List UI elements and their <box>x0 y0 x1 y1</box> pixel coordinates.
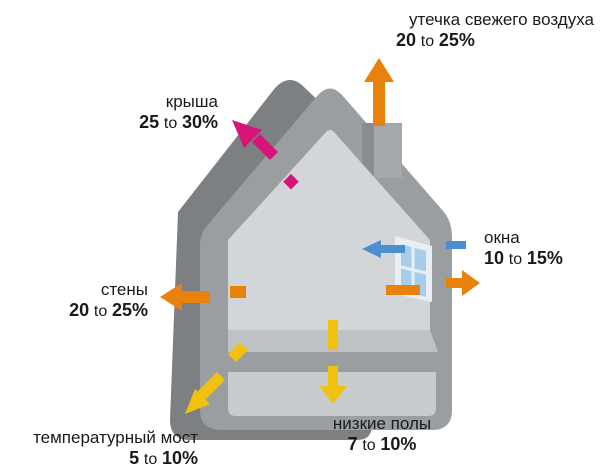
thermal-bridge-title: температурный мост <box>33 428 198 447</box>
floor-range: 7 to 10% <box>347 434 417 455</box>
thermal-bridge-label: температурный мост 5 to 10% <box>2 428 198 470</box>
floor-title: низкие полы <box>332 414 432 433</box>
roof-arrow <box>232 120 299 190</box>
air-leak-title: утечка свежего воздуха <box>409 10 594 29</box>
windows-title: окна <box>484 228 520 247</box>
floor-arrow <box>319 320 347 404</box>
thermal-bridge-arrow <box>185 342 248 414</box>
air-leak-arrow <box>364 58 394 126</box>
floor-label: низкие полы 7 to 10% <box>322 414 442 456</box>
walls-label: стены 20 to 25% <box>40 280 148 322</box>
walls-arrow <box>160 283 246 311</box>
windows-label: окна 10 to 15% <box>484 228 594 270</box>
roof-label: крыша 25 to 30% <box>118 92 218 134</box>
chimney-side <box>362 123 374 178</box>
air-leak-label: утечка свежего воздуха 20 to 25% <box>360 10 594 52</box>
walls-title: стены <box>100 280 148 299</box>
air-leak-range: 20 to 25% <box>396 30 475 51</box>
windows-range: 10 to 15% <box>484 248 563 269</box>
roof-title: крыша <box>165 92 218 111</box>
windows-out-arrow <box>386 270 480 296</box>
roof-range: 25 to 30% <box>139 112 218 133</box>
house-interior <box>228 130 430 345</box>
thermal-bridge-range: 5 to 10% <box>129 448 198 469</box>
walls-range: 20 to 25% <box>69 300 148 321</box>
windows-in-arrow <box>362 240 466 258</box>
